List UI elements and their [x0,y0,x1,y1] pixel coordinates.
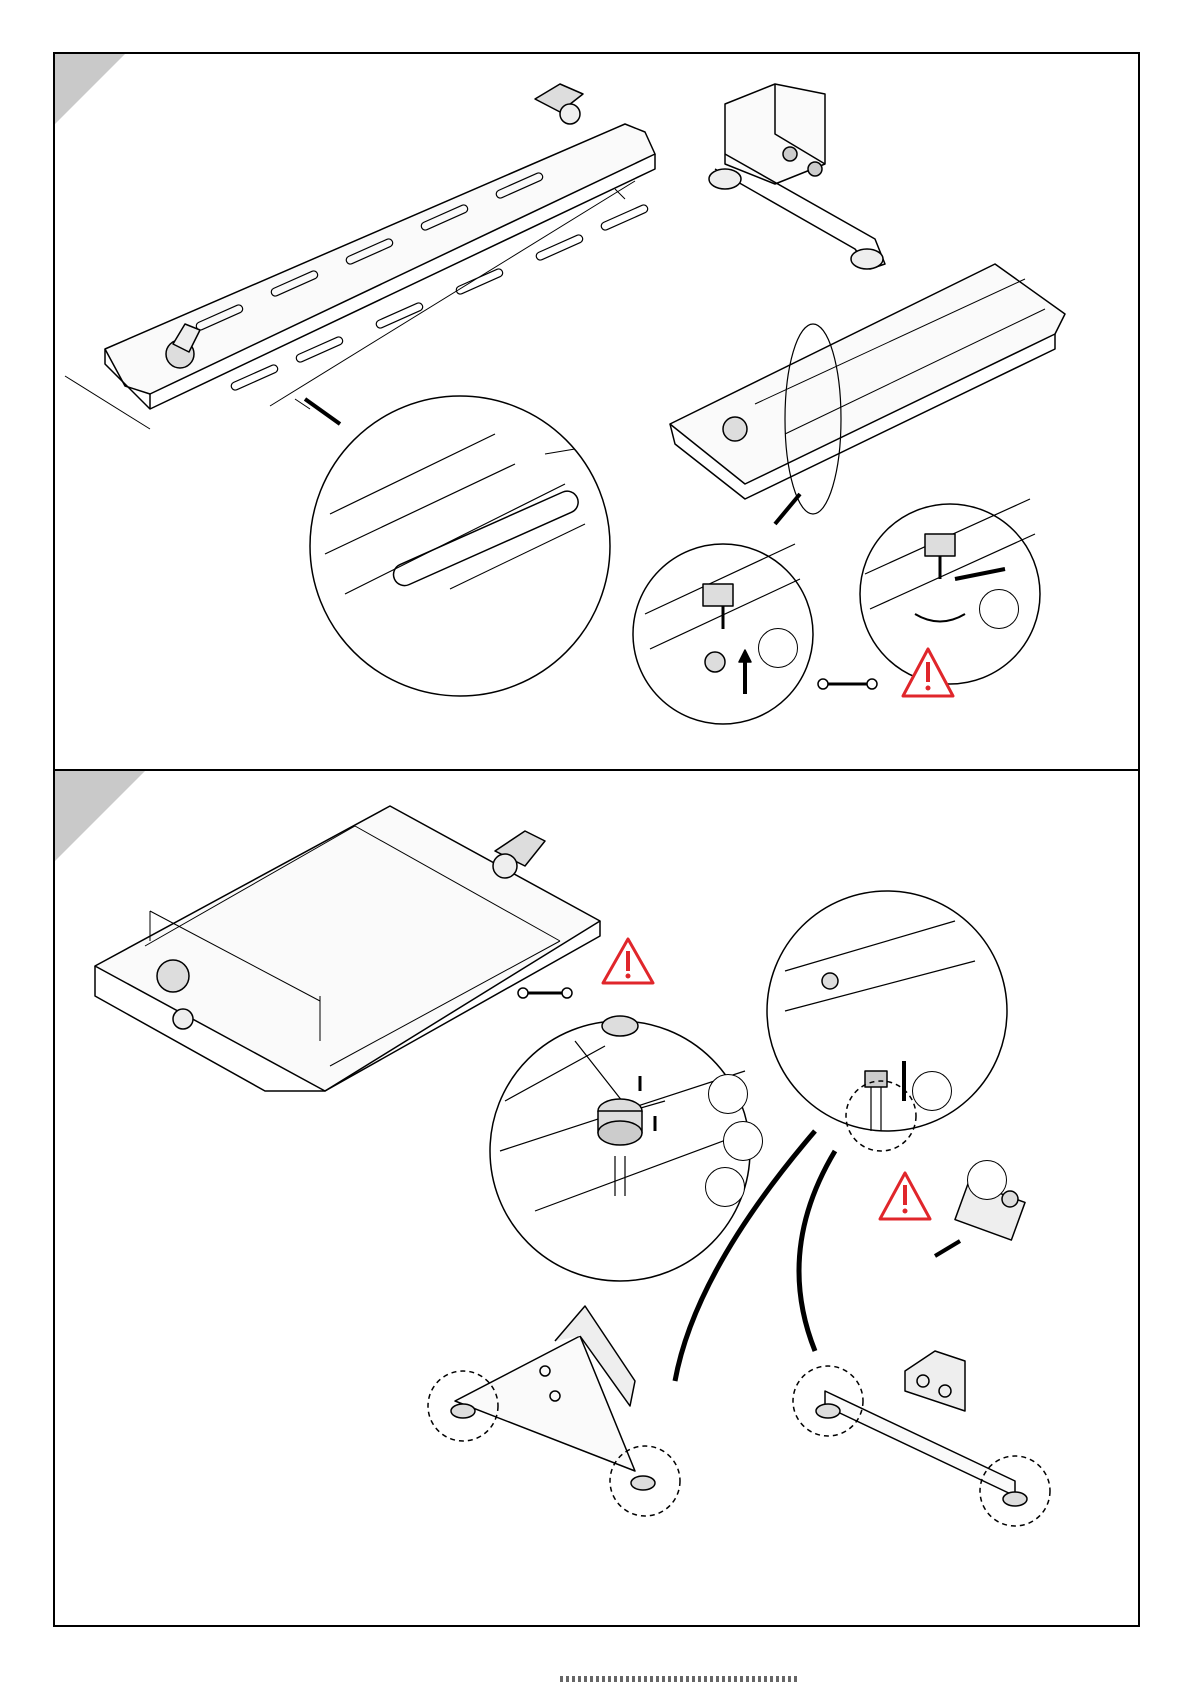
instruction-panel-1 [53,52,1140,771]
wrench-icon-2 [518,988,572,998]
mounting-bracket [709,84,885,269]
step-callout-1 [708,1074,748,1114]
step-callout-4 [912,1071,952,1111]
tray-right [670,264,1065,499]
detail-zoom-tighten [860,499,1040,684]
step-callout-3 [705,1167,745,1207]
warning-icon-3 [880,1173,930,1219]
panel-2-illustration [55,771,1140,1627]
bracket-triangle [428,1306,680,1516]
step-callout-1 [758,628,798,668]
detail-zoom-clip [767,891,1007,1151]
detail-zoom-slot [310,396,610,696]
step-callout-2 [723,1121,763,1161]
tray-long [105,84,655,409]
step-callout-5 [967,1160,1007,1200]
wrench-icon-1 [818,679,877,689]
detail-zoom-bolt [490,1016,750,1281]
footer-barcode [560,1676,800,1682]
panel-1-illustration [55,54,1140,771]
bracket-bar [793,1351,1050,1526]
tray-wide [95,806,600,1091]
warning-icon-2 [603,939,653,983]
instruction-panel-2 [53,769,1140,1627]
step-callout-2 [979,589,1019,629]
